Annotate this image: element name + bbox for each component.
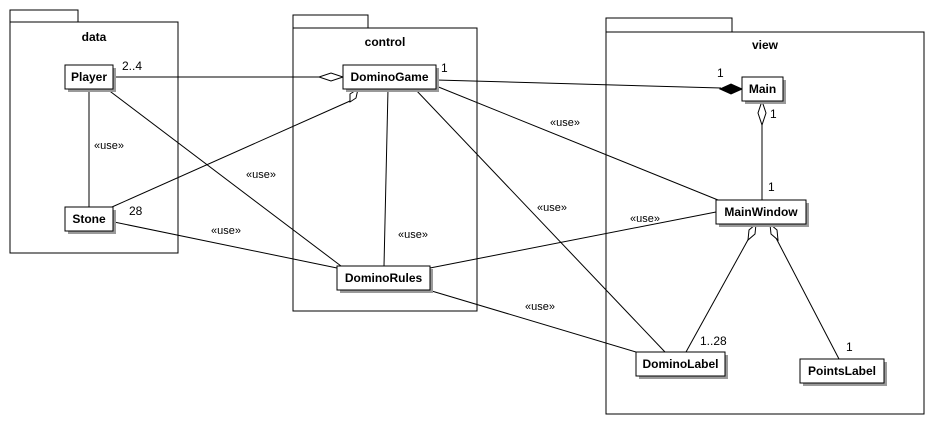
edge-player-rules bbox=[106, 88, 342, 267]
edge-stone-rules bbox=[113, 221, 338, 269]
class-name: MainWindow bbox=[724, 205, 798, 219]
class-box bbox=[64, 64, 114, 90]
class-dominogame[interactable]: DominoGame bbox=[342, 64, 439, 92]
multiplicity-label: 1..28 bbox=[700, 334, 727, 348]
class-name: Stone bbox=[72, 212, 106, 226]
package-title-view: view bbox=[752, 38, 779, 52]
edge-window-rules bbox=[429, 211, 717, 269]
multiplicity-label: 1 bbox=[441, 61, 448, 75]
class-pointslabel[interactable]: PointsLabel bbox=[799, 358, 887, 386]
package-tab bbox=[9, 9, 79, 23]
stereotype-label: «use» bbox=[211, 225, 241, 237]
package-title-control: control bbox=[365, 35, 406, 49]
package-tab bbox=[605, 17, 733, 33]
stereotype-label: «use» bbox=[630, 213, 660, 225]
multiplicities: 2..4 1 1 1 1 28 1..28 1 bbox=[122, 59, 853, 354]
aggregation-diamond-icon bbox=[349, 87, 359, 103]
stereotype-label: «use» bbox=[525, 301, 555, 313]
class-box bbox=[741, 76, 784, 102]
aggregation-diamond-icon bbox=[769, 222, 779, 242]
multiplicity-label: 1 bbox=[717, 66, 724, 80]
class-name: DominoLabel bbox=[642, 357, 718, 371]
class-box bbox=[635, 351, 726, 377]
multiplicity-label: 1 bbox=[770, 107, 777, 121]
edge-window-pointslabel bbox=[775, 237, 840, 360]
edge-window-dominolabel bbox=[685, 237, 750, 353]
edge-rules-label bbox=[424, 288, 637, 353]
package-tab bbox=[292, 14, 369, 29]
stereotype-label: «use» bbox=[398, 229, 428, 241]
stereotype-label: «use» bbox=[246, 169, 276, 181]
class-mainwindow[interactable]: MainWindow bbox=[715, 199, 809, 227]
composition-diamond-icon bbox=[718, 83, 744, 95]
class-dominorules[interactable]: DominoRules bbox=[336, 265, 433, 293]
multiplicity-label: 1 bbox=[846, 340, 853, 354]
package-title-data: data bbox=[82, 30, 107, 44]
class-player[interactable]: Player bbox=[64, 64, 116, 92]
edges bbox=[88, 76, 840, 360]
aggregation-diamond-icon bbox=[747, 222, 757, 242]
class-box bbox=[715, 199, 807, 225]
class-dominolabel[interactable]: DominoLabel bbox=[635, 351, 728, 379]
edge-stone-game bbox=[111, 100, 351, 208]
class-name: DominoGame bbox=[350, 70, 428, 84]
edge-game-window bbox=[435, 85, 719, 201]
stereotype-label: «use» bbox=[550, 117, 580, 129]
stereotype-label: «use» bbox=[94, 140, 124, 152]
class-main[interactable]: Main bbox=[741, 76, 786, 104]
class-box bbox=[799, 358, 885, 384]
edge-game-rules bbox=[383, 88, 389, 267]
class-name: DominoRules bbox=[345, 271, 423, 285]
multiplicity-label: 28 bbox=[129, 204, 143, 218]
class-name: Main bbox=[749, 82, 776, 96]
stereotypes: «use» «use» «use» «use» «use» «use» «use… bbox=[94, 117, 660, 313]
edge-game-label bbox=[414, 88, 666, 353]
edge-game-main bbox=[435, 79, 722, 89]
aggregation-diamond-icon bbox=[317, 72, 345, 82]
stereotype-label: «use» bbox=[537, 202, 567, 214]
class-stone[interactable]: Stone bbox=[64, 206, 116, 234]
aggregation-diamond-icon bbox=[757, 99, 767, 127]
multiplicity-label: 2..4 bbox=[122, 59, 142, 73]
class-box bbox=[336, 265, 431, 291]
class-box bbox=[64, 206, 114, 232]
class-name: PointsLabel bbox=[808, 364, 876, 378]
multiplicity-label: 1 bbox=[768, 180, 775, 194]
class-box bbox=[342, 64, 437, 90]
diamonds bbox=[317, 72, 779, 242]
class-name: Player bbox=[71, 70, 107, 84]
